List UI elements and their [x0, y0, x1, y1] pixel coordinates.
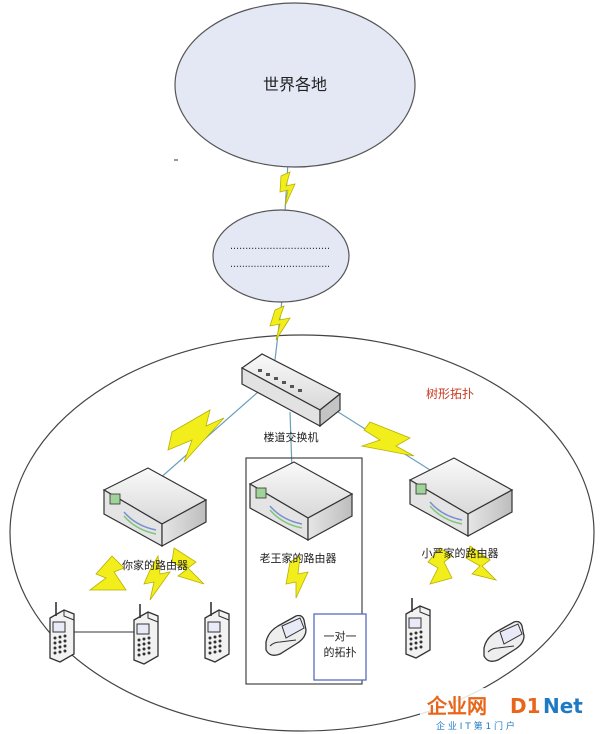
- watermark-d1: D1: [510, 694, 541, 718]
- wireless-links: [88, 171, 498, 601]
- lightning-icon: [279, 171, 296, 207]
- world-label: 世界各地: [263, 75, 327, 94]
- lightning-icon: [143, 554, 171, 601]
- intermediate-line-2: …………………………….: [230, 259, 330, 270]
- watermark-main: 企业网: [426, 694, 487, 718]
- router-middle-label: 老王家的路由器: [260, 551, 337, 565]
- lightning-icon: [269, 305, 291, 341]
- router-left-label: 你家的路由器: [122, 558, 188, 572]
- router-middle: 老王家的路由器: [248, 461, 354, 565]
- one-to-one-line-1: 一对一: [324, 629, 357, 643]
- world-cloud: 世界各地: [174, 2, 416, 168]
- intermediate-network-cloud: …………………………… …………………………….: [212, 209, 350, 303]
- lightning-icon: [465, 545, 498, 581]
- router-right-label: 小严家的路由器: [422, 546, 499, 560]
- lightning-icon: [360, 421, 415, 457]
- router-left: 你家的路由器: [102, 467, 208, 572]
- lightning-icon: [88, 555, 127, 591]
- lightning-icon: [167, 409, 225, 463]
- building-switch-label: 楼道交换机: [264, 430, 319, 444]
- lightning-icon: [285, 555, 309, 599]
- router-right: 小严家的路由器: [408, 457, 514, 560]
- tree-topology-label: 树形拓扑: [426, 386, 474, 401]
- one-to-one-line-2: 的拓扑: [324, 645, 357, 659]
- one-to-one-annotation: 一对一 的拓扑: [313, 613, 367, 681]
- watermark-tagline: 企 业 I T 第 1 门 户: [436, 720, 515, 732]
- intermediate-line-1: ……………………………: [230, 241, 330, 252]
- lightning-icon: [427, 547, 453, 585]
- watermark-logo: 企业网 D1 Net 企 业 I T 第 1 门 户: [420, 688, 600, 734]
- lightning-icon: [171, 547, 205, 585]
- watermark-net: Net: [543, 694, 583, 718]
- building-switch: 楼道交换机: [240, 353, 342, 444]
- one-to-one-topology-box: [245, 457, 363, 685]
